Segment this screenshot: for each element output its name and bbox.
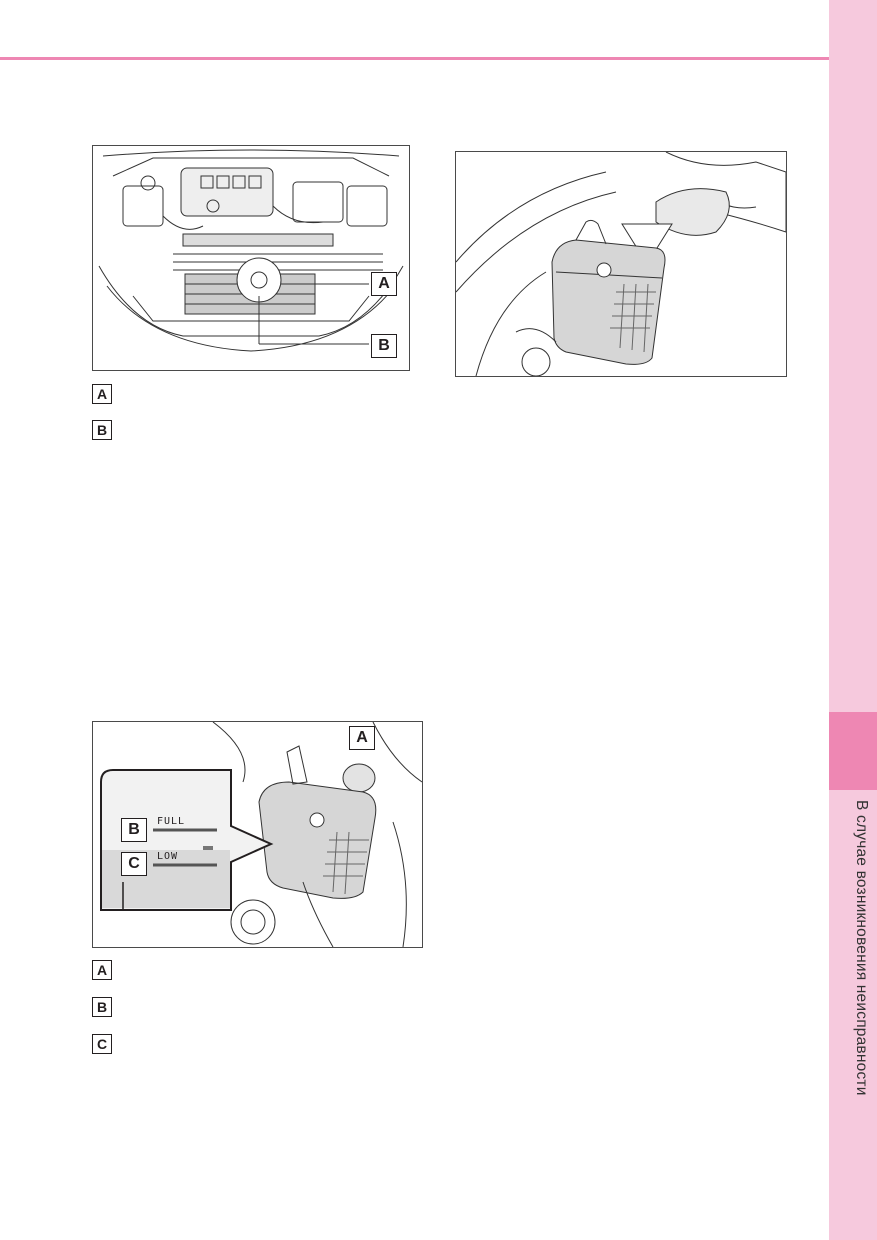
full-mark-label: FULL <box>157 816 186 827</box>
callout-c: C <box>121 852 147 876</box>
legend-box-c: C <box>92 1034 112 1054</box>
legend-item-b: B <box>92 420 112 440</box>
legend-item-b: B <box>92 997 112 1017</box>
legend-item-a: A <box>92 384 112 404</box>
reservoir-drawing <box>100 722 422 947</box>
section-side-tab <box>829 0 877 1240</box>
reservoir-level-illustration: A B C FULL LOW <box>92 721 423 948</box>
legend-box-a: A <box>92 960 112 980</box>
callout-a: A <box>371 272 397 296</box>
legend-item-c: C <box>92 1034 112 1054</box>
header-rule <box>0 57 829 60</box>
callout-b: B <box>371 334 397 358</box>
section-tab-marker <box>829 712 877 790</box>
section-title: В случае возникновения неисправности <box>853 800 870 1096</box>
legend-box-b: B <box>92 997 112 1017</box>
callout-a: A <box>349 726 375 750</box>
engine-bay-drawing <box>98 149 404 352</box>
coolant-refill-illustration <box>455 151 787 377</box>
refill-drawing <box>456 152 786 376</box>
callout-b: B <box>121 818 147 842</box>
engine-compartment-illustration: A B <box>92 145 410 371</box>
legend-item-a: A <box>92 960 112 980</box>
low-mark-label: LOW <box>157 851 179 862</box>
legend-box-a: A <box>92 384 112 404</box>
legend-box-b: B <box>92 420 112 440</box>
